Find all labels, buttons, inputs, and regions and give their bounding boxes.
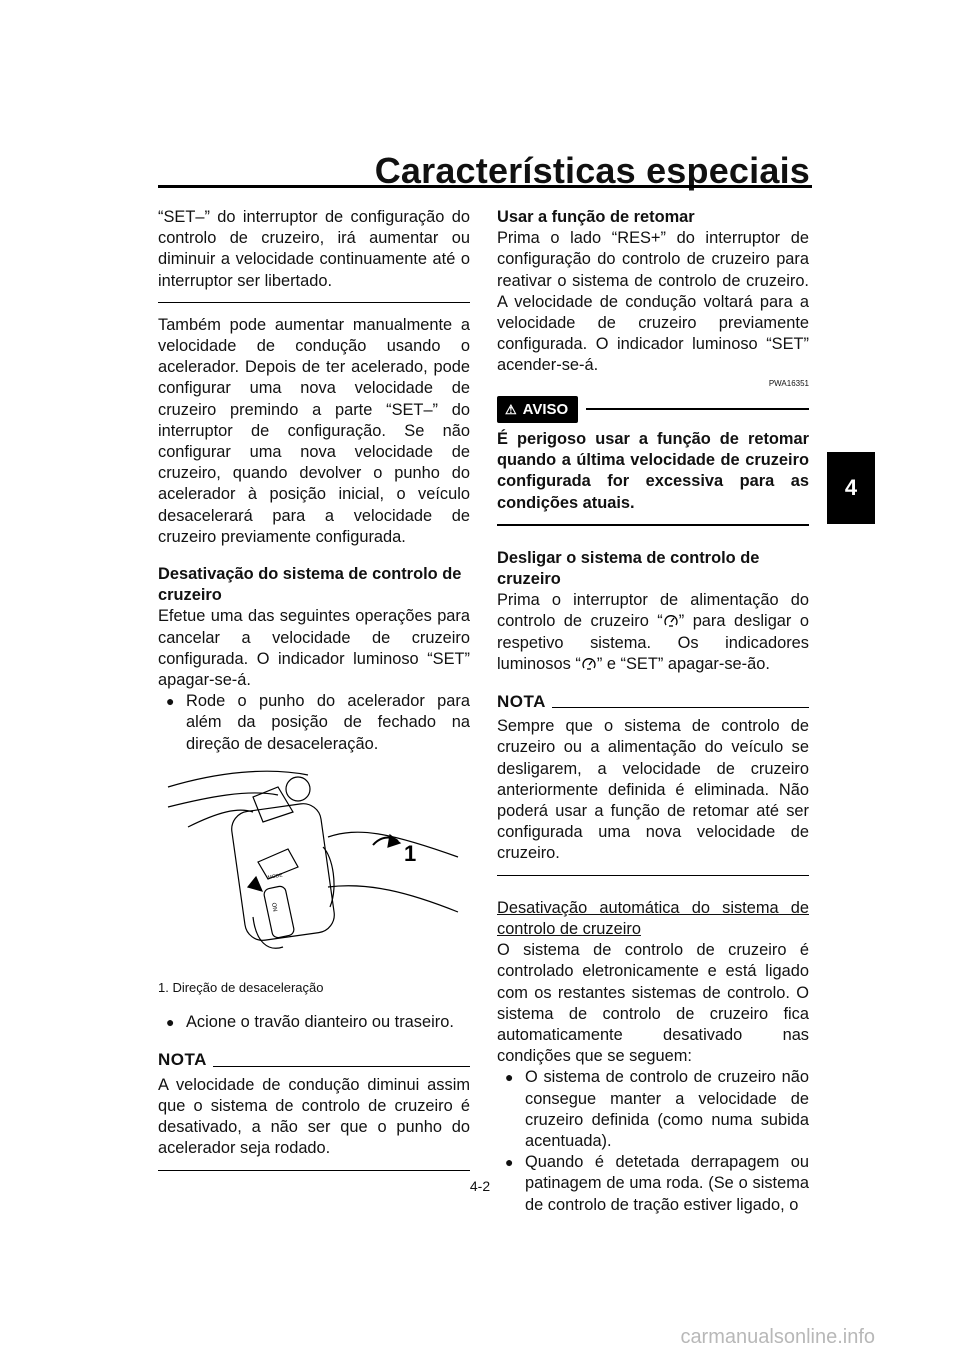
paragraph: O sistema de controlo de cruzeiro é cont… (497, 941, 809, 1066)
section-heading: Usar a função de retomar (497, 208, 695, 226)
bullet-icon: ● (166, 1014, 175, 1031)
on-label: ON (270, 902, 277, 912)
note-end-rule (497, 874, 809, 876)
paragraph: Prima o interruptor de alimentação do co… (497, 591, 809, 673)
section-heading: Desligar o sistema de controlo de cruzei… (497, 548, 760, 589)
note-text: A velocidade de condução diminui assim q… (158, 1075, 470, 1158)
note-label: NOTA (158, 1050, 207, 1070)
divider (158, 301, 470, 303)
note-rule (212, 1065, 470, 1067)
page-number: 4-2 (469, 1178, 491, 1194)
cruise-control-icon (582, 657, 596, 670)
warning-triangle-icon: ⚠ (505, 401, 517, 417)
paragraph: Também pode aumentar manualmente a veloc… (158, 315, 470, 546)
warning-text: É perigoso usar a função de retomar quan… (497, 430, 809, 512)
right-column: Usar a função de retomar Prima o lado “R… (497, 207, 809, 1216)
mode-label: MODE (267, 872, 283, 881)
note-end-rule (158, 1169, 470, 1171)
handlebar-switch-illustration: 1 MODE ON (167, 770, 459, 949)
section-heading: Desativação do sistema de controlo de cr… (158, 565, 462, 605)
note-rule (551, 707, 809, 709)
cruise-control-icon (664, 615, 678, 628)
paragraph: “SET–” do interruptor de configuração do… (158, 208, 470, 290)
note-label: NOTA (497, 692, 546, 712)
paragraph: Efetue uma das seguintes operações para … (158, 607, 470, 690)
list-item: ● O sistema de controlo de cruzeiro não … (497, 1067, 809, 1152)
warning-code: PWA16351 (768, 378, 809, 388)
watermark: carmanualsonline.info (680, 1326, 875, 1348)
figure-caption: 1. Direção de desaceleração (158, 980, 324, 996)
callout-number: 1 (404, 841, 416, 866)
chapter-tab: 4 (827, 452, 875, 524)
warning-end-rule (497, 523, 809, 526)
bullet-icon: ● (505, 1069, 514, 1086)
list-item: ● Acione o travão dianteiro ou traseiro. (158, 1012, 470, 1033)
list-item: ● Quando é detetada derrapagem ou patina… (497, 1152, 809, 1216)
page-title: Características especiais (374, 150, 810, 191)
list-item: ● Rode o punho do acelerador para além d… (158, 691, 470, 755)
subsection-heading: Desativação automática do sistema de con… (497, 898, 809, 938)
warning-badge: ⚠ AVISO (497, 395, 579, 424)
warning-header: ⚠ AVISO (497, 395, 809, 424)
paragraph: Prima o lado “RES+” do interruptor de co… (497, 229, 809, 375)
note-text: Sempre que o sistema de controlo de cruz… (497, 717, 809, 863)
header-rule (158, 185, 812, 188)
bullet-icon: ● (166, 693, 175, 710)
warning-rule (586, 408, 809, 411)
bullet-icon: ● (505, 1154, 514, 1171)
note-header: NOTA (158, 1049, 470, 1070)
note-header: NOTA (497, 691, 809, 712)
left-column: “SET–” do interruptor de configuração do… (158, 207, 470, 1183)
